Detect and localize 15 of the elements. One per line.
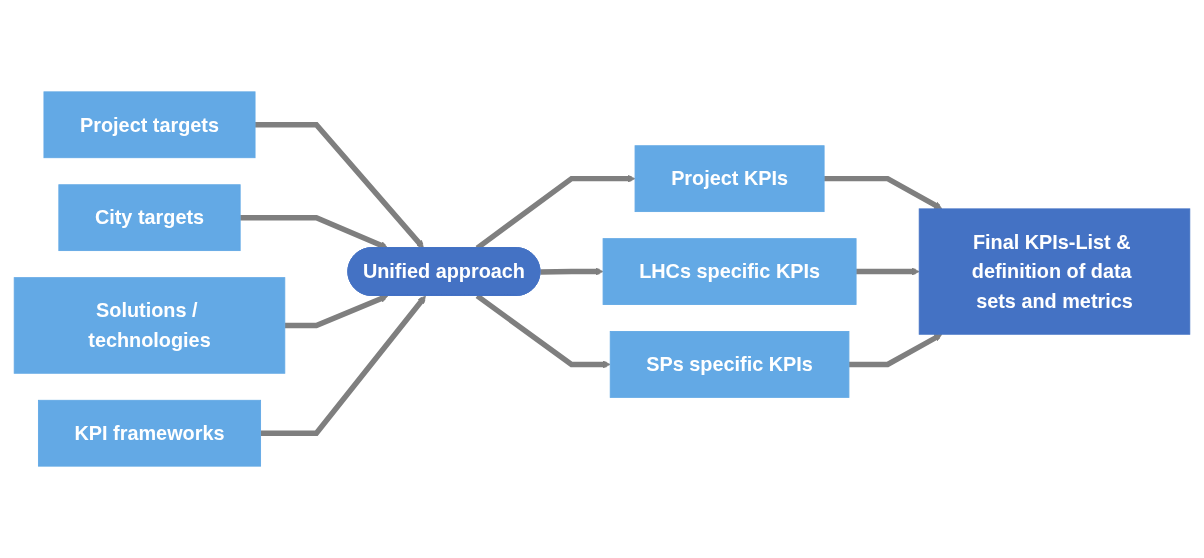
node-box: Solutions / technologies (13, 277, 286, 374)
node-box: SPs specific KPIs (609, 331, 850, 398)
arrow (848, 333, 943, 368)
node-box: Project KPIs (634, 145, 825, 213)
arrow (284, 294, 389, 329)
node-box: City targets (58, 184, 241, 252)
node-box: Final KPIs-List & definition of data sets and metrics (918, 208, 1191, 335)
arrow (856, 267, 920, 276)
arrow (540, 267, 604, 276)
arrow (255, 122, 424, 249)
node-box: KPI frameworks (38, 399, 261, 467)
node-box: Project targets (43, 91, 256, 159)
node-box: LHCs specific KPIs (602, 238, 857, 305)
arrow (824, 175, 943, 210)
arrow (260, 295, 426, 436)
